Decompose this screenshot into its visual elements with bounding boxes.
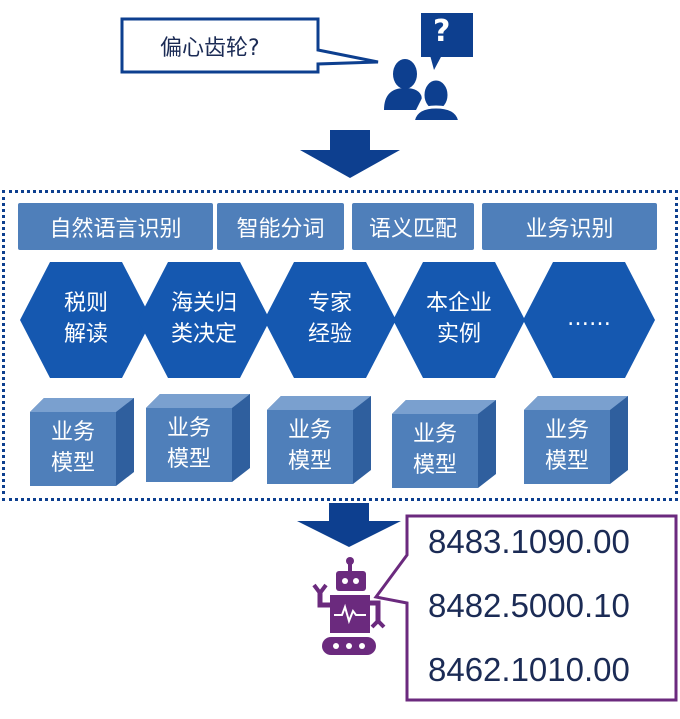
hex-line: 解读 — [63, 322, 108, 347]
knowledge-hex — [393, 262, 525, 378]
model-line: 业务 — [287, 418, 332, 443]
hex-line: 税则 — [63, 291, 108, 316]
model-line: 模型 — [287, 449, 332, 474]
hex-line: 海关归 — [170, 291, 237, 316]
step-nlp: 自然语言识别 — [18, 203, 213, 250]
question-mark: ? — [433, 14, 451, 49]
hs-code: 8462.1010.00 — [428, 651, 630, 688]
question-bubble — [120, 17, 379, 74]
model-line: 模型 — [544, 449, 589, 474]
model-line: 业务 — [166, 416, 211, 441]
result-bubble — [373, 514, 678, 702]
model-line: 业务 — [50, 420, 95, 445]
knowledge-hex — [138, 262, 270, 378]
business-model-cube — [146, 394, 250, 484]
knowledge-hex — [264, 262, 396, 378]
model-line: 业务 — [544, 418, 589, 443]
business-model-cube — [30, 398, 134, 488]
business-model-cube — [524, 396, 628, 486]
hs-code: 8483.1090.00 — [428, 523, 630, 560]
model-line: 业务 — [412, 422, 457, 447]
processing-frame — [2, 190, 678, 501]
users-question-icon — [384, 13, 473, 120]
model-line: 模型 — [166, 447, 211, 472]
hex-line: …… — [567, 306, 611, 331]
step-business-recognition: 业务识别 — [482, 203, 657, 250]
down-arrow-icon — [297, 503, 401, 547]
model-line: 模型 — [412, 453, 457, 478]
business-model-cube — [392, 400, 496, 490]
hs-code: 8482.5000.10 — [428, 587, 630, 624]
hex-line: 经验 — [307, 322, 352, 347]
step-segmentation: 智能分词 — [217, 203, 344, 250]
business-model-cube — [267, 396, 371, 486]
question-text: 偏心齿轮? — [160, 36, 260, 61]
knowledge-hex — [523, 262, 655, 378]
knowledge-hex — [20, 262, 152, 378]
step-semantic-match: 语义匹配 — [352, 203, 474, 250]
hex-line: 实例 — [436, 322, 481, 347]
hex-line: 本企业 — [425, 291, 492, 316]
hex-line: 专家 — [307, 291, 352, 316]
robot-icon — [312, 557, 386, 655]
model-line: 模型 — [50, 451, 95, 476]
hex-line: 类决定 — [170, 322, 237, 347]
down-arrow-icon — [300, 130, 400, 178]
